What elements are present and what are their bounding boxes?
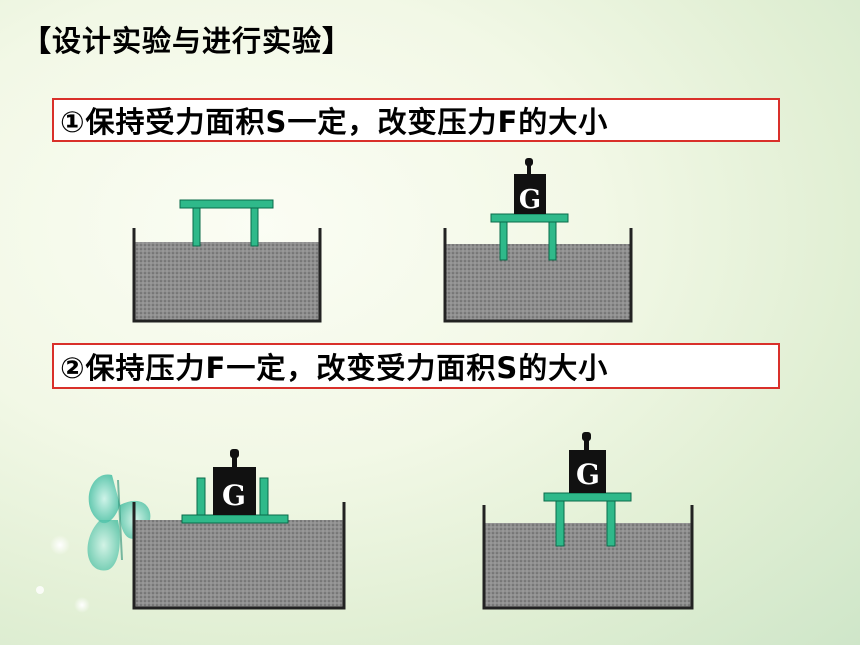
sand-container <box>132 502 346 610</box>
sand-container <box>482 505 694 610</box>
weight-label: G <box>519 185 541 215</box>
weight-label: G <box>576 458 600 491</box>
weight-label: G <box>222 479 246 512</box>
weight-block: G <box>213 449 256 515</box>
diagram-2-table-with-weight: G <box>443 158 633 323</box>
sand-container <box>132 228 322 323</box>
weight-block: G <box>514 158 546 215</box>
small-table <box>179 199 274 247</box>
diagram-3-inverted-table-with-weight: G <box>132 449 346 610</box>
small-table <box>543 492 632 547</box>
diagram-4-upright-table-with-weight: G <box>482 432 694 610</box>
sand-container <box>443 228 633 323</box>
rule-1-box: ①保持受力面积S一定，改变压力F的大小 <box>52 98 780 142</box>
weight-block: G <box>569 432 606 493</box>
rule-2-box: ②保持压力F一定，改变受力面积S的大小 <box>52 343 780 389</box>
page-title: 【设计实验与进行实验】 <box>22 24 353 58</box>
diagram-1-table-only <box>132 199 322 323</box>
